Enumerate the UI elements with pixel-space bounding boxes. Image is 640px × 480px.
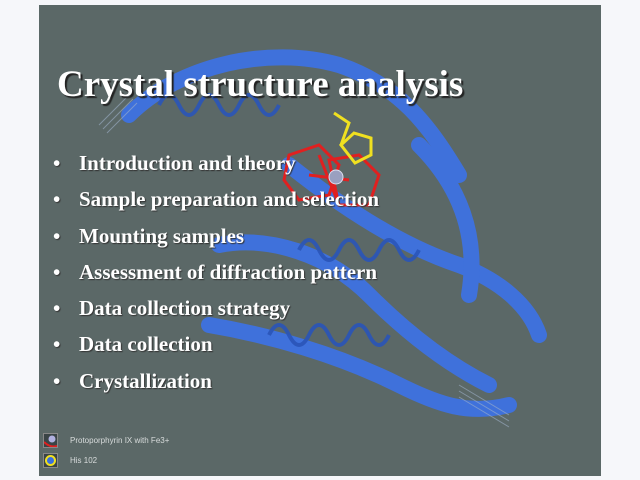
bullet-icon: • — [53, 368, 61, 393]
legend-item-his102: His 102 — [43, 453, 97, 468]
bullet-icon: • — [53, 223, 61, 248]
slide-title: Crystal structure analysis — [57, 64, 464, 105]
fe-atom — [328, 169, 344, 185]
helix-right — [411, 137, 480, 303]
helix-lower — [211, 234, 497, 393]
bullet-icon: • — [53, 332, 61, 357]
helix-middle — [281, 157, 547, 343]
legend-item-protoporphyrin: Protoporphyrin IX with Fe3+ — [43, 433, 169, 448]
bullet-icon: • — [53, 296, 61, 321]
bullet-item: •Data collection strategy — [53, 290, 379, 326]
protein-ribbon-illustration — [98, 49, 547, 428]
bullet-item: •Assessment of diffraction pattern — [53, 254, 379, 290]
bullet-icon: • — [53, 259, 61, 284]
bullet-item: •Data collection — [53, 326, 379, 362]
slide: Crystal structure analysis •Introduction… — [39, 5, 601, 476]
histidine — [333, 111, 373, 165]
bullet-item: •Sample preparation and selection — [53, 181, 379, 217]
bullet-item: •Crystallization — [53, 363, 379, 399]
bullet-item: •Mounting samples — [53, 218, 379, 254]
helix-top — [121, 49, 467, 183]
ring-icon — [43, 453, 58, 468]
helix-bottom — [201, 317, 517, 417]
sphere-icon — [43, 433, 58, 448]
bullet-list: •Introduction and theory •Sample prepara… — [53, 145, 379, 399]
bullet-icon: • — [53, 151, 61, 175]
bullet-item: •Introduction and theory — [53, 145, 379, 181]
bullet-icon: • — [53, 187, 61, 212]
